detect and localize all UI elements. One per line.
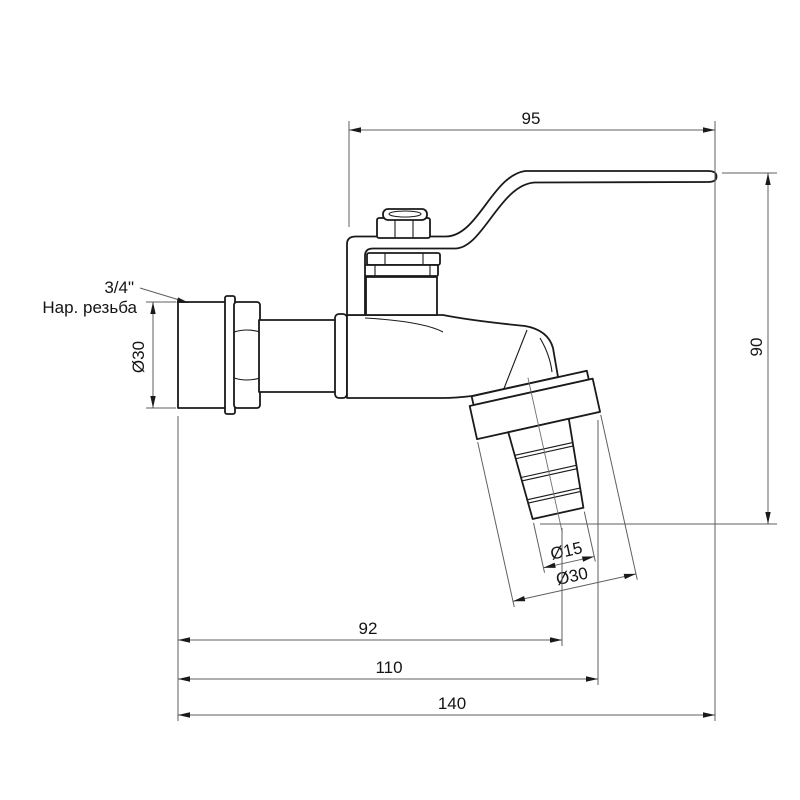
body-spout-outline [346, 314, 559, 399]
handle-lever [346, 170, 718, 316]
thread-size-label: 3/4" [104, 278, 134, 297]
packing-plate-2 [361, 264, 439, 277]
dimension-outlet-15: Ø15 [533, 511, 596, 573]
bonnet-flange [365, 276, 438, 316]
dim-110-label: 110 [375, 658, 402, 677]
body-shoulder-line [364, 317, 444, 333]
dimension-140: 140 [178, 694, 715, 718]
dimension-92: 92 [178, 619, 562, 643]
hex-facet-top [233, 329, 261, 333]
leader-arrow [176, 297, 189, 303]
stem-nut [376, 208, 431, 239]
thread-type-label: Нар. резьба [42, 298, 137, 317]
dim-140-label: 140 [438, 694, 466, 713]
stem-cap-dome [388, 210, 422, 218]
dimension-line [512, 573, 637, 602]
dimension-thread-diameter: Ø30 [129, 301, 176, 409]
spout-inner-line-1 [502, 329, 528, 392]
extension-line [600, 414, 638, 580]
dim-92-label: 92 [359, 619, 378, 638]
neck-ring [334, 313, 348, 399]
valve-body [346, 314, 559, 399]
hex-nut [233, 301, 261, 409]
threaded-tail [177, 295, 236, 415]
hex-facet-bottom [233, 377, 261, 381]
bottom-dimensions: 92 110 140 [177, 416, 715, 721]
dimension-95: 95 [348, 109, 716, 721]
thread-note: 3/4" Нар. резьба [42, 278, 189, 317]
thread-diameter-label: Ø30 [129, 341, 148, 373]
extension-line [533, 522, 546, 573]
extension-line [477, 441, 515, 608]
extension-line [583, 511, 596, 562]
neck-cylinder [258, 319, 338, 393]
dimension-90: 90 [540, 172, 777, 525]
dimension-110: 110 [178, 658, 598, 682]
stem-packing-stack [361, 252, 441, 316]
spout-inner-line-2 [539, 337, 553, 373]
dim-95-label: 95 [522, 109, 541, 128]
spout-centerline [527, 377, 563, 533]
thread-outline [177, 301, 227, 409]
dim-90-label: 90 [747, 338, 766, 357]
packing-plate-1 [366, 252, 441, 266]
